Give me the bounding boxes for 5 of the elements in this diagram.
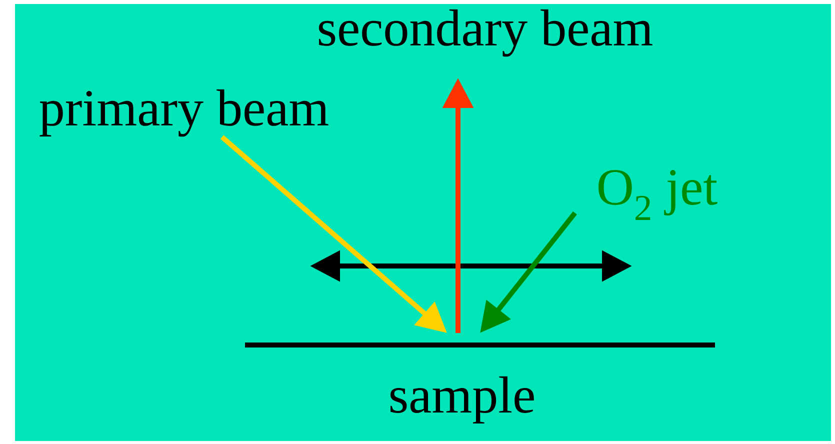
sample-label: sample <box>390 376 534 424</box>
beam-label: secondary beam <box>318 9 652 57</box>
beam-label: primary beam <box>40 89 328 137</box>
jet-label: O$_{2}$ jet <box>598 170 718 220</box>
sample-surface <box>245 342 715 348</box>
